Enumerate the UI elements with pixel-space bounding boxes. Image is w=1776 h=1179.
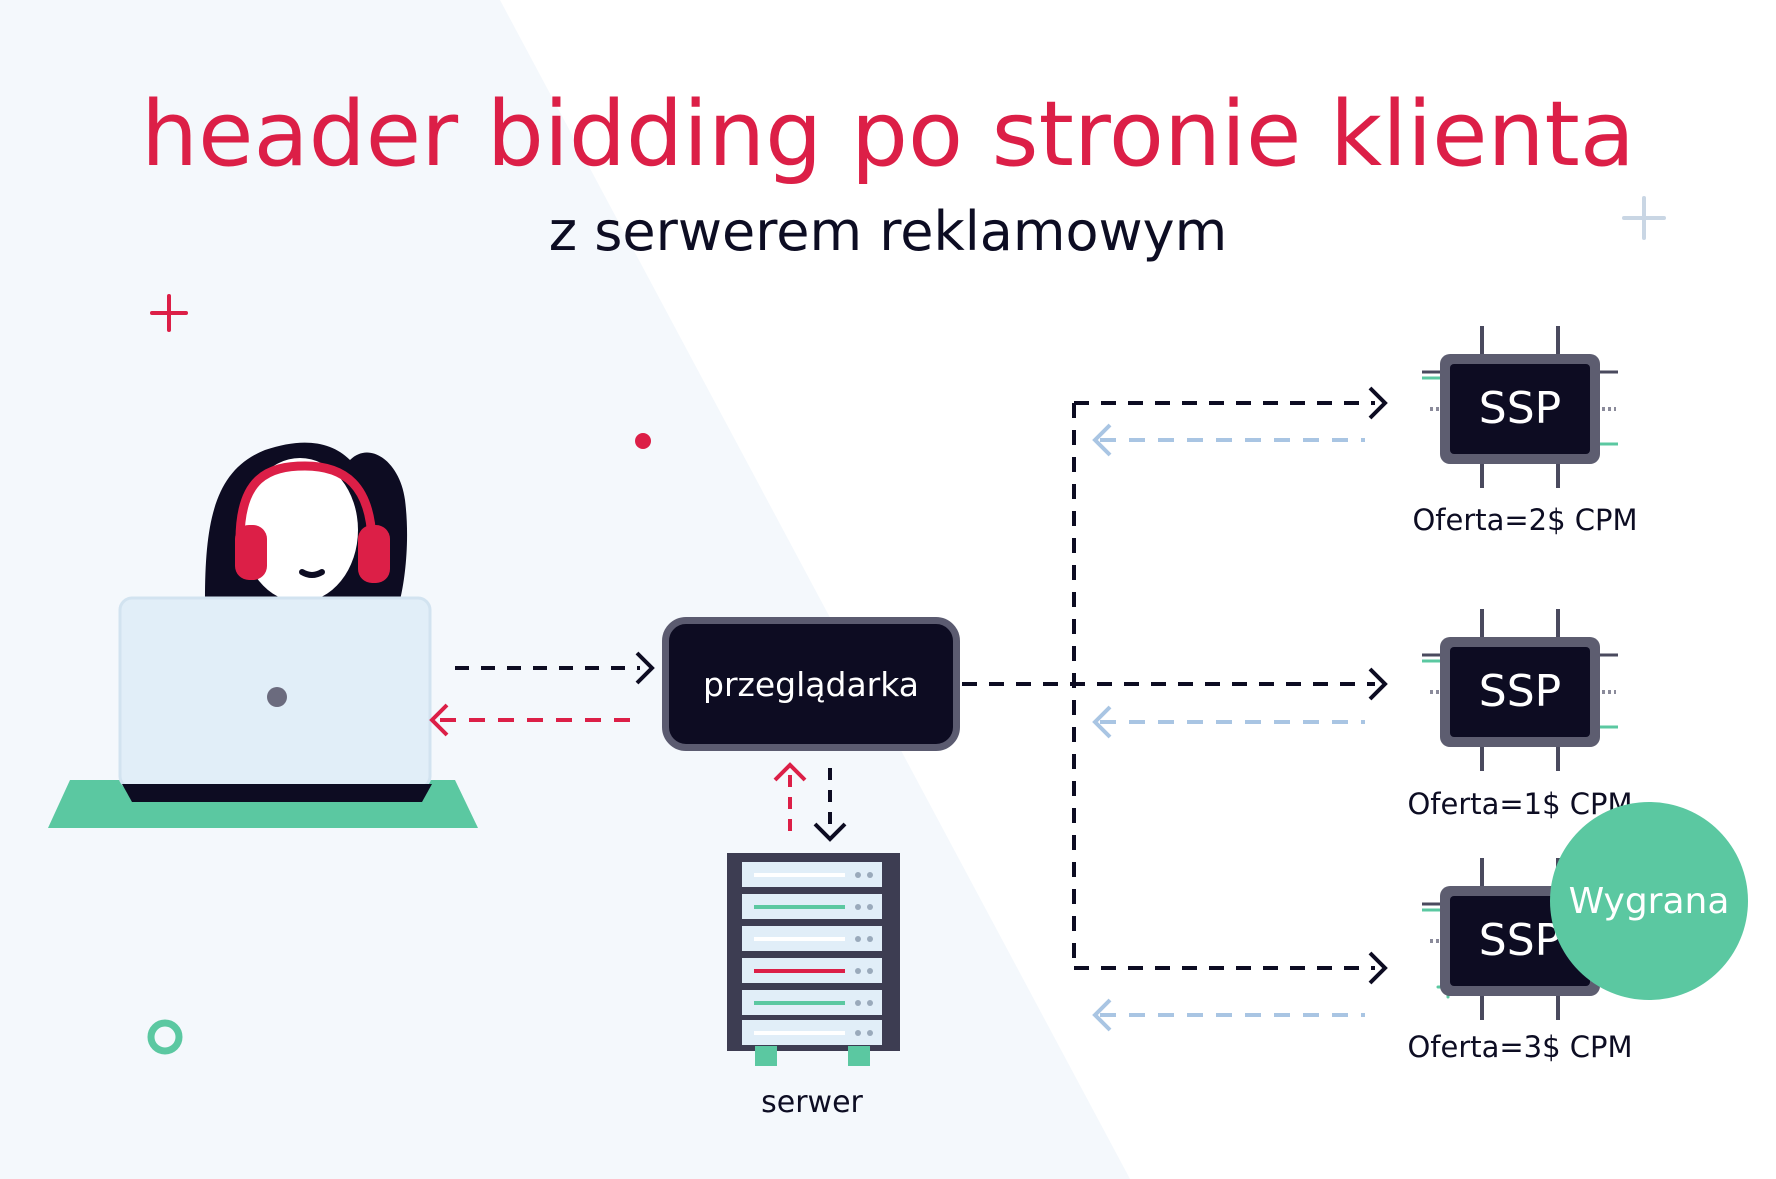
ssp-label-1: SSP: [1478, 383, 1562, 434]
dot-icon: [635, 433, 651, 449]
arrow-browser-to-server: [813, 768, 847, 842]
browser-node: przeglądarka: [662, 617, 960, 751]
ssp-label-3: SSP: [1478, 915, 1562, 966]
browser-label: przeglądarka: [703, 664, 919, 704]
ring-icon: [147, 1019, 183, 1055]
server-rack-icon: [727, 853, 900, 1066]
winner-badge: Wygrana: [1550, 802, 1748, 1000]
arrowheads-to-ssps: [1368, 386, 1388, 985]
arrowheads-from-ssps: [1092, 423, 1112, 1032]
page-title: header bidding po stronie klienta: [141, 82, 1635, 187]
arrow-ssps-to-browser: [1100, 438, 1365, 1017]
ssp-offer-2: Oferta=1$ CPM: [1407, 787, 1633, 821]
person-with-headphones-icon: [205, 442, 408, 602]
winner-label: Wygrana: [1568, 880, 1730, 922]
arrow-browser-to-laptop: [429, 703, 632, 737]
plus-icon-light: [1622, 196, 1666, 240]
arrow-browser-to-ssps: [962, 401, 1375, 970]
ssp-offer-3: Oferta=3$ CPM: [1407, 1030, 1633, 1064]
laptop-icon: [48, 596, 478, 828]
page-subtitle: z serwerem reklamowym: [548, 200, 1228, 263]
ssp-label-2: SSP: [1478, 666, 1562, 717]
ssp-offer-1: Oferta=2$ CPM: [1412, 503, 1638, 537]
arrow-server-to-browser: [773, 762, 807, 838]
arrow-laptop-to-browser: [455, 651, 655, 685]
plus-icon-red: [150, 294, 188, 332]
server-label: serwer: [761, 1085, 863, 1120]
